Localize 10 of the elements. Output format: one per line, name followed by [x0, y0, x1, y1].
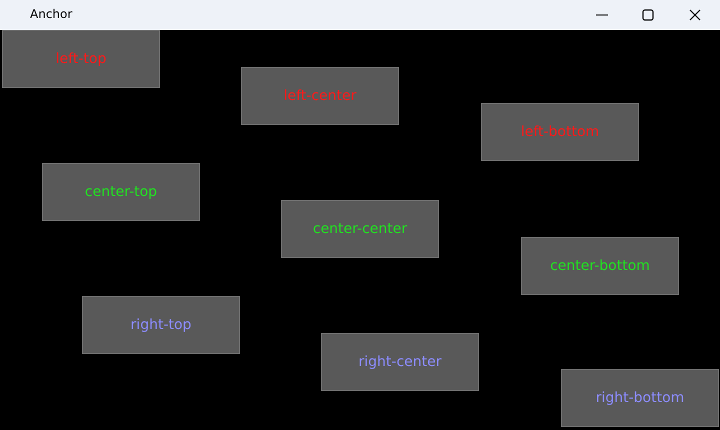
button: right-center	[321, 333, 479, 391]
button: right-top	[82, 296, 240, 354]
button: center-bottom	[521, 237, 679, 295]
button: left-bottom	[481, 103, 639, 161]
window-title: Anchor	[30, 7, 72, 21]
button: left-center	[241, 67, 399, 125]
button: right-bottom	[561, 369, 719, 427]
button: center-center	[281, 200, 439, 258]
button: center-top	[42, 163, 200, 221]
button: left-top	[2, 30, 160, 88]
